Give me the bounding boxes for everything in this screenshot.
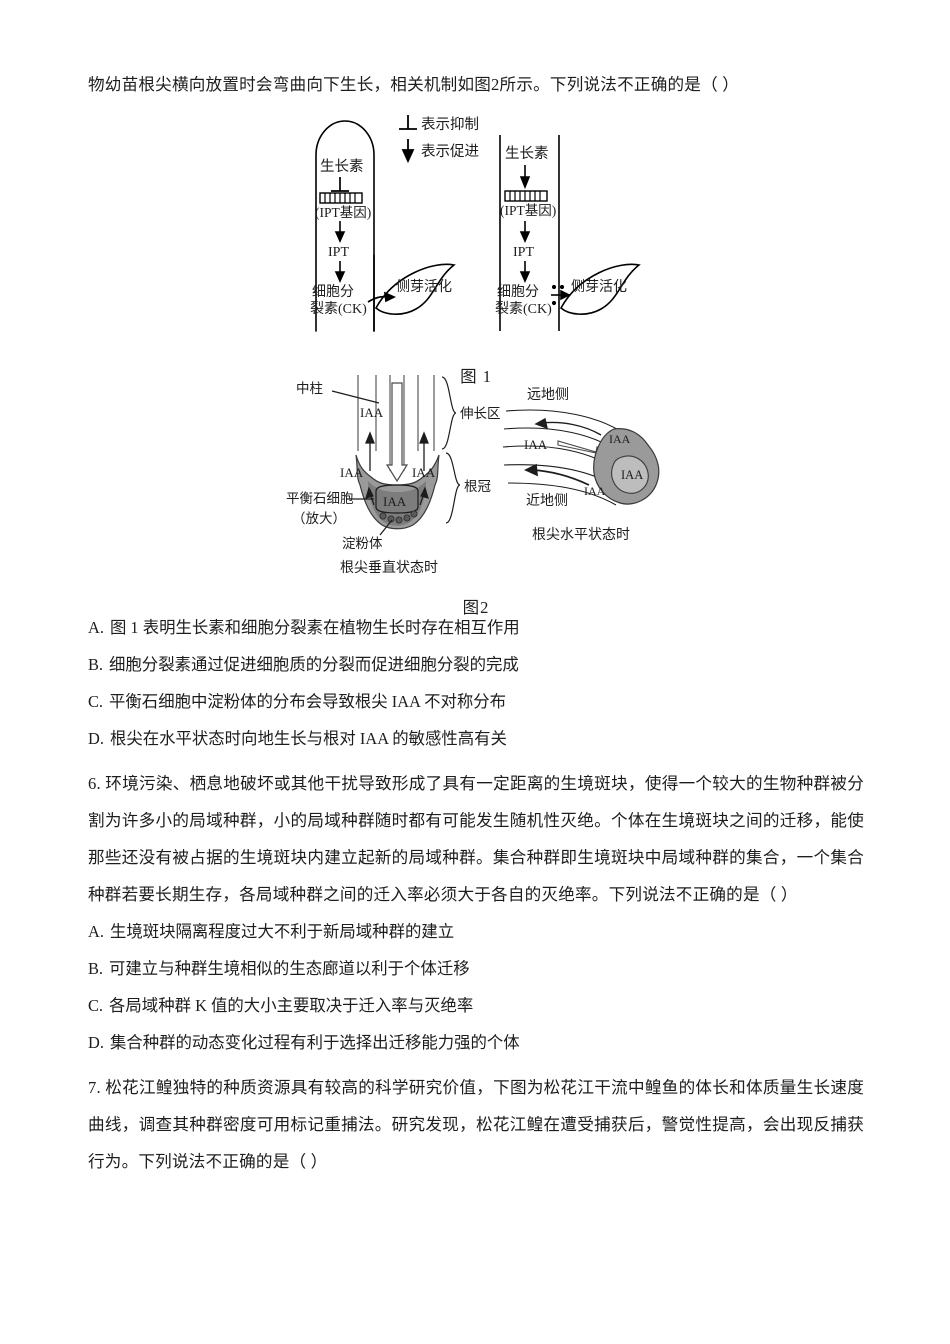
auxin-label-left: 生长素 <box>320 158 364 175</box>
q5-option-d[interactable]: D. 根尖在水平状态时向地生长与根对 IAA 的敏感性高有关 <box>88 720 864 757</box>
q6-option-d-text: 集合种群的动态变化过程有利于选择出迁移能力强的个体 <box>109 1033 520 1052</box>
question-7-stem: 7. 松花江鳇独特的种质资源具有较高的科学研究价值，下图为松花江干流中鳇鱼的体长… <box>88 1078 864 1171</box>
legend-promote-icon <box>401 139 415 164</box>
root-cap-bracket <box>445 452 461 524</box>
statocyte-label-line2: （放大） <box>292 511 346 526</box>
stele-leader-line <box>331 390 380 404</box>
stem-walls-right <box>499 135 560 331</box>
statocyte-region <box>375 484 419 514</box>
near-side-label: 近地侧 <box>526 493 568 509</box>
q6-option-a-text: 生境斑块隔离程度过大不利于新局域种群的建立 <box>109 922 455 941</box>
page-content: 物幼苗根尖横向放置时会弯曲向下生长，相关机制如图2所示。下列说法不正确的是（ ）… <box>88 66 864 1180</box>
q6-option-b-text: 可建立与种群生境相似的生态廊道以利于个体迁移 <box>109 959 470 978</box>
q5-option-c-text: 平衡石细胞中淀粉体的分布会导致根尖 IAA 不对称分布 <box>109 692 507 711</box>
amyloplast-dots <box>379 510 418 524</box>
question-5-options: A. 图 1 表明生长素和细胞分裂素在植物生长时存在相互作用 B. 细胞分裂素通过促… <box>88 609 864 757</box>
statocyte-label-line1: 平衡石细胞 <box>286 491 354 506</box>
statocyte-iaa-arrows <box>365 486 429 506</box>
legend-inhibit-icon <box>399 115 417 130</box>
ipt-gene-label-right: (IPT基因) <box>500 202 556 218</box>
root-cap-label: 根冠 <box>464 479 491 494</box>
q6-option-a-letter: A. <box>88 922 104 941</box>
q5-option-d-text: 根尖在水平状态时向地生长与根对 IAA 的敏感性高有关 <box>109 729 507 748</box>
figure-2: 中柱 IAA 伸长区 <box>88 373 864 617</box>
bent-root-tip-core <box>611 455 649 494</box>
ipt-gene-box-left <box>319 192 363 204</box>
figure-2-caption: 图2 <box>462 598 490 617</box>
amyloplast-label: 淀粉体 <box>342 536 383 551</box>
legend-inhibit-label: 表示抑制 <box>421 116 479 133</box>
ipt-gene-box-right <box>504 190 548 202</box>
q5-option-a-text: 图 1 表明生长素和细胞分裂素在植物生长时存在相互作用 <box>109 618 520 637</box>
vertical-state-label: 根尖垂直状态时 <box>340 559 438 576</box>
ck-to-bud-arrow-left <box>367 291 396 303</box>
ck-label-left-line1: 细胞分 <box>312 284 354 300</box>
iaa-tip-upper-label: IAA <box>609 432 631 446</box>
ipt-label-left: IPT <box>328 245 349 260</box>
amyloplast-leader-line <box>379 519 393 536</box>
q6-option-b[interactable]: B. 可建立与种群生境相似的生态廊道以利于个体迁移 <box>88 950 864 987</box>
bud-activation-label-right: 侧芽活化 <box>571 279 627 295</box>
lateral-bud-shape-left <box>374 263 456 315</box>
q5-option-b-letter: B. <box>88 655 104 674</box>
promote-arrow-right-0 <box>519 165 531 190</box>
iaa-top-label: IAA <box>360 405 384 420</box>
iaa-core-label: IAA <box>621 468 643 482</box>
q6-option-d[interactable]: D. 集合种群的动态变化过程有利于选择出迁移能力强的个体 <box>88 1024 864 1061</box>
intro-paragraph: 物幼苗根尖横向放置时会弯曲向下生长，相关机制如图2所示。下列说法不正确的是（ ） <box>88 75 740 94</box>
promote-arrow-left-2 <box>334 261 346 283</box>
q5-option-a-letter: A. <box>88 618 104 637</box>
stele-label: 中柱 <box>296 381 323 396</box>
far-side-label: 远地侧 <box>527 387 569 403</box>
ipt-label-right: IPT <box>513 245 534 260</box>
q5-option-b[interactable]: B. 细胞分裂素通过促进细胞质的分裂而促进细胞分裂的完成 <box>88 646 864 683</box>
promote-arrow-left-1 <box>334 221 346 243</box>
figure-1-graphic: 生长素 <box>310 115 641 332</box>
figure-1-caption: 图 1 <box>460 367 492 386</box>
iaa-down-arrow <box>385 382 409 483</box>
iaa-tip-lower-label: IAA <box>584 484 606 498</box>
ck-label-right-line1: 细胞分 <box>497 284 539 300</box>
blocked-transport-marks-right <box>551 284 571 306</box>
iaa-up-arrows <box>365 431 429 471</box>
stele-lines <box>357 375 435 471</box>
iaa-left-label: IAA <box>340 465 364 480</box>
ck-label-left-line2: 裂素(CK) <box>310 301 367 317</box>
inhibit-symbol-left <box>331 177 349 192</box>
promote-arrow-right-1 <box>519 221 531 243</box>
iaa-right-label: IAA <box>412 465 436 480</box>
figure-1: 生长素 <box>88 103 864 386</box>
q6-option-b-letter: B. <box>88 959 104 978</box>
elongation-zone-label: 伸长区 <box>460 406 501 421</box>
q5-option-c-letter: C. <box>88 692 104 711</box>
question-6-options: A. 生境斑块隔离程度过大不利于新局域种群的建立 B. 可建立与种群生境相似的生态廊… <box>88 913 864 1061</box>
figure-2-graphic: 中柱 IAA 伸长区 <box>286 375 660 576</box>
q6-option-c[interactable]: C. 各局域种群 K 值的大小主要取决于迁入率与灭绝率 <box>88 987 864 1024</box>
q5-option-c[interactable]: C. 平衡石细胞中淀粉体的分布会导致根尖 IAA 不对称分布 <box>88 683 864 720</box>
promote-arrow-right-2 <box>519 261 531 283</box>
near-side-transport-arrow <box>524 463 590 486</box>
q5-option-d-letter: D. <box>88 729 104 748</box>
q6-option-c-text: 各局域种群 K 值的大小主要取决于迁入率与灭绝率 <box>109 996 474 1015</box>
elongation-zone-bracket <box>441 376 457 450</box>
lateral-bud-shape-right <box>559 263 641 315</box>
q6-option-c-letter: C. <box>88 996 104 1015</box>
legend-promote-label: 表示促进 <box>421 143 479 160</box>
q5-option-a[interactable]: A. 图 1 表明生长素和细胞分裂素在植物生长时存在相互作用 <box>88 609 864 646</box>
far-side-transport-arrow <box>534 417 602 436</box>
auxin-label-right: 生长素 <box>505 145 549 162</box>
q6-option-d-letter: D. <box>88 1033 104 1052</box>
horizontal-state-label: 根尖水平状态时 <box>532 527 630 543</box>
question-6-stem: 6. 环境污染、栖息地破坏或其他干扰导致形成了具有一定距离的生境斑块，使得一个较… <box>88 774 864 904</box>
iaa-flow-label: IAA <box>524 437 548 452</box>
ck-label-right-line2: 裂素(CK) <box>495 301 552 317</box>
bud-activation-label-left: 侧芽活化 <box>396 279 452 295</box>
ipt-gene-label-left: (IPT基因) <box>315 204 371 220</box>
q6-option-a[interactable]: A. 生境斑块隔离程度过大不利于新局域种群的建立 <box>88 913 864 950</box>
iaa-center-label: IAA <box>383 494 407 509</box>
q5-option-b-text: 细胞分裂素通过促进细胞质的分裂而促进细胞分裂的完成 <box>109 655 519 674</box>
